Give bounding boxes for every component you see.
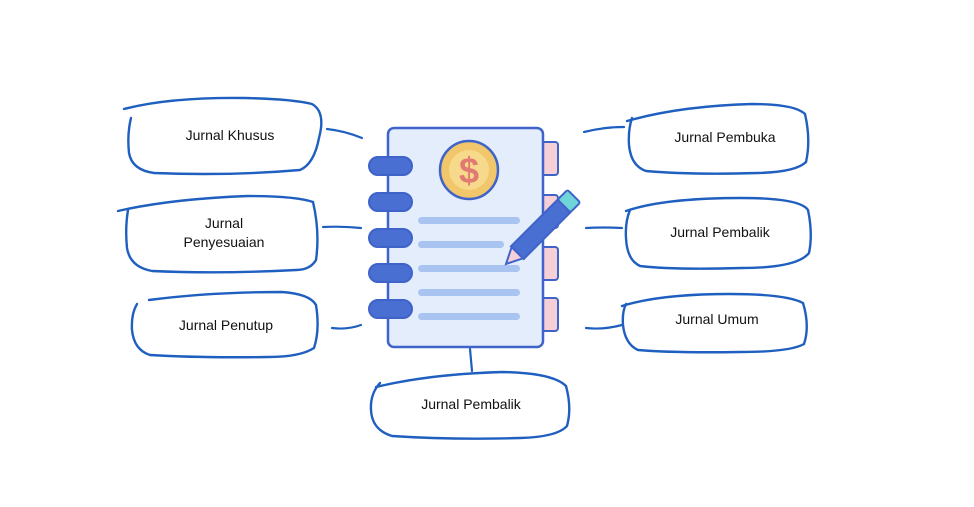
connector-umum: [584, 323, 624, 330]
node-jurnal-penyesuaian-line2: Penyesuaian: [183, 234, 265, 250]
pencil-eraser: [557, 189, 581, 213]
connector-penutup: [330, 323, 363, 330]
bubble-jurnal-khusus: [122, 96, 323, 176]
binder-ring: [368, 192, 413, 212]
node-jurnal-umum: Jurnal Umum: [675, 311, 759, 327]
node-jurnal-pembalik-right: Jurnal Pembalik: [670, 224, 770, 240]
connector-pembuka: [582, 125, 626, 134]
node-jurnal-penyesuaian: Jurnal Penyesuaian: [144, 214, 304, 252]
notebook-line: [418, 241, 504, 248]
connector-pembalik-right: [584, 226, 624, 230]
pencil-icon: [504, 189, 581, 266]
binder-ring: [368, 263, 413, 283]
node-jurnal-penyesuaian-line1: Jurnal: [204, 215, 244, 231]
notebook-line: [418, 265, 520, 272]
connector-khusus: [325, 127, 364, 140]
connector-penyesuaian: [321, 225, 363, 230]
node-jurnal-penutup: Jurnal Penutup: [178, 317, 274, 333]
coin-inner: [447, 148, 491, 192]
binder-ring: [368, 156, 413, 176]
notebook-line: [418, 289, 520, 296]
dollar-sign-icon: $: [459, 150, 479, 191]
bubble-jurnal-penyesuaian: [116, 194, 319, 274]
bubble-jurnal-penutup: [130, 290, 319, 359]
binder-ring: [368, 228, 413, 248]
node-jurnal-pembuka: Jurnal Pembuka: [674, 129, 776, 145]
node-jurnal-pembalik-bottom: Jurnal Pembalik: [421, 396, 521, 412]
bubble-jurnal-pembuka: [625, 102, 810, 175]
bubbles: [116, 96, 812, 440]
notebook-line: [418, 313, 520, 320]
node-jurnal-khusus: Jurnal Khusus: [185, 127, 275, 143]
notebook-line: [418, 217, 520, 224]
binder-ring: [368, 299, 413, 319]
connectors: [321, 125, 626, 373]
accounting-notebook-icon: $: [368, 126, 581, 349]
bubble-jurnal-pembalik-bottom: [369, 370, 571, 440]
bubble-jurnal-pembalik-right: [624, 196, 812, 270]
bubble-jurnal-umum: [620, 292, 808, 354]
connector-pembalik-bottom: [468, 347, 474, 373]
